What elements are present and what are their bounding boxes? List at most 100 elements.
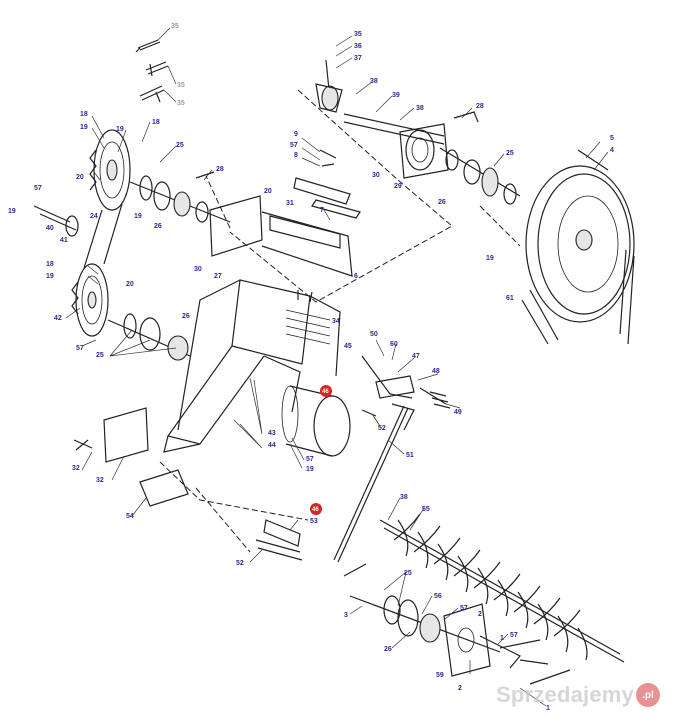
- callout-label: 19: [134, 213, 142, 220]
- callout-label: 45: [344, 343, 352, 350]
- callout-label: 50: [370, 331, 378, 338]
- callout-label: 57: [510, 632, 518, 639]
- callout-label: 39: [392, 92, 400, 99]
- callout-label: 35: [171, 23, 179, 30]
- watermark-badge: .pl: [636, 683, 660, 707]
- callout-label: 54: [126, 513, 134, 520]
- lower-link: [255, 519, 303, 561]
- callout-label: 30: [194, 266, 202, 273]
- lower-floor-plate: [343, 563, 571, 685]
- callout-label: 56: [434, 593, 442, 600]
- lower-plates: [73, 407, 189, 507]
- callout-label: 48: [432, 368, 440, 375]
- large-pulley: [525, 149, 635, 323]
- callout-label: 19: [8, 208, 16, 215]
- highlighted-callout-label: 46: [312, 507, 319, 513]
- lower-left-sprocket: [71, 263, 109, 337]
- callout-label: 3: [344, 612, 348, 619]
- callout-label: 4: [610, 147, 614, 154]
- upper-shaft-components: [129, 171, 231, 223]
- assembly-dashed-lines: [159, 89, 521, 553]
- callout-label: 19: [80, 124, 88, 131]
- callout-label: 19: [486, 255, 494, 262]
- callout-label: 28: [476, 103, 484, 110]
- callout-label: 35: [177, 100, 185, 107]
- callout-label: 37: [354, 55, 362, 62]
- callout-label: 57: [34, 185, 42, 192]
- callout-label: 30: [372, 172, 380, 179]
- callout-label: 43: [268, 430, 276, 437]
- callout-label: 20: [76, 174, 84, 181]
- callout-label: 29: [394, 183, 402, 190]
- callout-label: 9: [294, 131, 298, 138]
- callout-label: 2: [458, 685, 462, 692]
- lower-shaft-components: [107, 313, 191, 361]
- highlighted-callout-upper: 46: [320, 385, 332, 397]
- mid-bracket: [293, 149, 361, 219]
- callout-label: 19: [306, 466, 314, 473]
- callout-labels: 35 35 35 35 36 37 38 39 38 28 18 19 19 1…: [8, 23, 614, 712]
- elevator-housing: [163, 195, 353, 453]
- callout-label: 61: [506, 295, 514, 302]
- callout-label: 18: [80, 111, 88, 118]
- callout-label: 25: [96, 352, 104, 359]
- callout-label: 20: [126, 281, 134, 288]
- callout-label: 53: [310, 518, 318, 525]
- callout-label: 25: [506, 150, 514, 157]
- highlighted-callout-lower: 46: [310, 503, 322, 515]
- callout-label: 42: [54, 315, 62, 322]
- callout-label: 28: [216, 166, 224, 173]
- callout-label: 26: [154, 223, 162, 230]
- auger-end-components: [349, 595, 549, 677]
- callout-label: 35: [177, 82, 185, 89]
- callout-label: 18: [152, 119, 160, 126]
- callout-label: 8: [294, 152, 298, 159]
- lever-assembly: [333, 355, 451, 563]
- callout-label: 52: [378, 425, 386, 432]
- left-tensioner: [33, 205, 79, 237]
- watermark-logo: Sprzedajemy .pl: [496, 682, 660, 708]
- callout-label: 41: [60, 237, 68, 244]
- callout-label: 60: [390, 341, 398, 348]
- callout-label: 18: [46, 261, 54, 268]
- upper-right-shaft: [315, 59, 521, 205]
- callout-label: 1: [500, 635, 504, 642]
- callout-label: 57: [290, 142, 298, 149]
- housing-drum: [281, 385, 351, 457]
- callout-label: 38: [416, 105, 424, 112]
- callout-label: 59: [436, 672, 444, 679]
- callout-leaders: [65, 35, 609, 707]
- callout-label: 51: [406, 452, 414, 459]
- auger-screw: [379, 513, 625, 663]
- callout-label: 7: [320, 207, 324, 214]
- callout-label: 31: [286, 200, 294, 207]
- callout-label: 6: [354, 273, 358, 280]
- callout-label: 57: [306, 456, 314, 463]
- callout-label: 47: [412, 353, 420, 360]
- callout-label: 55: [422, 506, 430, 513]
- callout-label: 32: [96, 477, 104, 484]
- callout-label: 24: [90, 213, 98, 220]
- callout-label: 25: [176, 142, 184, 149]
- callout-label: 27: [214, 273, 222, 280]
- callout-label: 26: [384, 646, 392, 653]
- callout-label: 19: [46, 273, 54, 280]
- callout-label: 26: [438, 199, 446, 206]
- watermark-text: Sprzedajemy: [496, 682, 634, 707]
- upper-left-sprocket: [89, 129, 131, 211]
- callout-label: 1: [546, 705, 550, 712]
- callout-label: 44: [268, 442, 276, 449]
- callout-label: 34: [332, 318, 340, 325]
- callout-label: 5: [610, 135, 614, 142]
- pin-assembly-top-left: [135, 27, 177, 103]
- callout-label: 2: [478, 611, 482, 618]
- callout-label: 57: [76, 345, 84, 352]
- callout-label: 52: [236, 560, 244, 567]
- highlighted-callout-label: 46: [322, 389, 329, 395]
- callout-label: 40: [46, 225, 54, 232]
- callout-label: 36: [354, 43, 362, 50]
- drive-belt: [521, 249, 635, 345]
- callout-label: 35: [354, 31, 362, 38]
- callout-label: 57: [460, 605, 468, 612]
